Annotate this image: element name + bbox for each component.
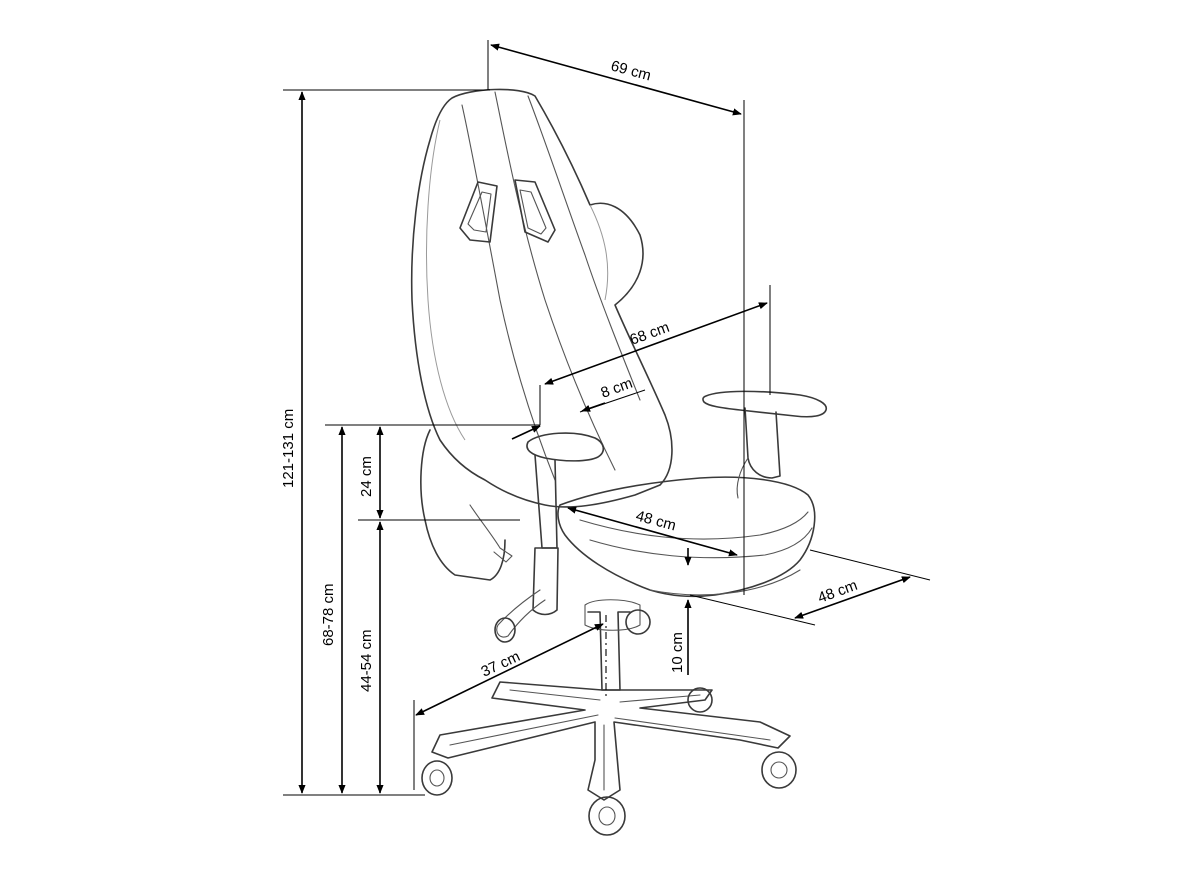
backrest-stripe-right [527,95,641,401]
label-overall-width: 69 cm [609,57,653,84]
dimension-lines [283,40,931,796]
left-armrest-pad [526,432,605,462]
caster-left [421,760,453,796]
headrest-slot-right-inner [519,189,547,235]
caster-front-hub [598,806,616,826]
backrest-shell [410,88,673,508]
dim-seat-width [794,576,911,619]
label-base-radius: 37 cm [479,648,523,681]
dim-seat-depth [567,506,738,557]
seat-stripe-1 [579,511,809,540]
star-base [431,681,791,801]
ext-seat-width-top [809,549,931,581]
label-seat-height: 44-54 cm [358,629,375,692]
caster-back [687,687,713,713]
right-armrest-post [744,407,781,479]
label-arm-pad-offset: 8 cm [599,375,635,402]
dim-armrest-span [544,302,768,385]
seat-stripe-2 [589,527,813,559]
right-armrest-base [736,457,749,499]
label-seat-depth: 48 cm [634,507,678,534]
dim-arm-pad-left [511,425,541,440]
backrest-stripe-center [494,91,616,471]
casters [421,609,797,836]
right-armrest-pad [702,390,827,418]
ext-seat-width-bottom [689,594,816,626]
caster-right-hub [770,761,788,779]
label-overall-height: 121-131 cm [280,409,297,488]
seat-cushion [557,476,816,598]
star-base-ribs [449,689,771,791]
label-armrest-span: 68 cm [628,319,672,349]
gas-lift-collar [584,599,641,631]
label-arm-above-seat: 24 cm [358,456,375,497]
side-bolster [420,429,506,581]
recline-handle [469,504,513,563]
headrest-slot-left-inner [467,191,492,233]
caster-left-hub [429,769,445,787]
caster-right [761,751,797,789]
dim-overall-width [490,43,742,116]
headrest-slot-right [514,179,556,243]
label-seat-adjust: 10 cm [669,632,686,673]
left-armrest-post [534,454,558,549]
backrest-edge-right [589,204,609,301]
backrest-stripe-left [461,104,556,481]
label-armrest-height: 68-78 cm [320,583,337,646]
headrest-slot-left [459,181,498,243]
dim-arm-pad-right [581,402,606,412]
caster-front [588,796,626,836]
chair-drawing [410,88,827,836]
gas-lift-cylinder [587,611,631,691]
dim-base-radius [415,623,604,716]
caster-back-right [625,609,651,635]
backrest-edge-left [426,119,466,441]
seat-front-edge [649,569,801,596]
left-armrest-lower [532,547,559,616]
